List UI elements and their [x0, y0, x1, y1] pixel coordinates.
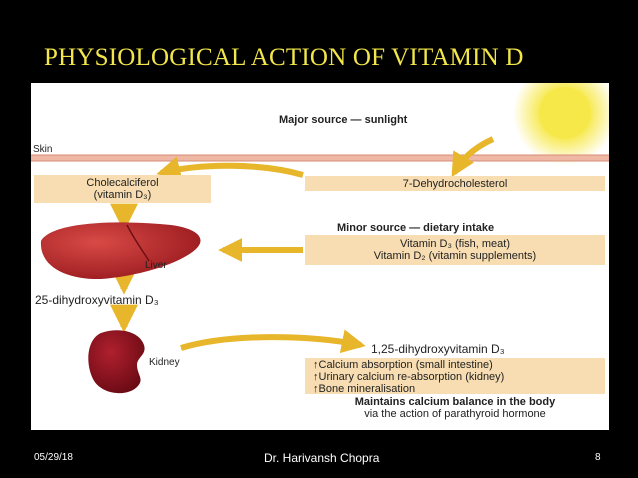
dietary-box: Vitamin D₃ (fish, meat) Vitamin D₂ (vita…	[305, 235, 605, 265]
cholecalciferol-line-1: Cholecalciferol	[86, 177, 159, 189]
kidney-label: Kidney	[149, 357, 180, 368]
slide-author: Dr. Harivansh Chopra	[264, 451, 380, 465]
liver-icon	[40, 222, 201, 280]
cholecalciferol-box: Cholecalciferol (vitamin D₃)	[34, 175, 211, 203]
kidney-arrow	[180, 329, 366, 354]
skin-layer	[31, 154, 609, 162]
skin-label: Skin	[33, 144, 53, 155]
slide-title: PHYSIOLOGICAL ACTION OF VITAMIN D	[44, 44, 524, 71]
diagram-graphics	[31, 83, 609, 394]
dietary-line-2: Vitamin D₂ (vitamin supplements)	[373, 250, 537, 262]
major-source-label: Major source — sunlight	[279, 114, 408, 126]
effect-calcium-reabsorption: ↑Urinary calcium re-absorption (kidney)	[313, 371, 505, 383]
diagram-panel: Major source — sunlight Skin Cholecalcif…	[31, 83, 609, 430]
kidney-icon	[88, 330, 145, 394]
effects-box: ↑Calcium absorption (small intestine) ↑U…	[305, 358, 605, 395]
dihydroxy25-label: 25-dihydroxyvitamin D₃	[35, 293, 159, 307]
dihydroxy125-label: 1,25-dihydroxyvitamin D₃	[371, 342, 505, 356]
minor-source-label: Minor source — dietary intake	[337, 222, 495, 234]
slide-date: 05/29/18	[34, 452, 73, 463]
conversion-arrow	[156, 156, 304, 180]
dehydrocholesterol-box: 7-Dehydrocholesterol	[305, 176, 605, 191]
effect-calcium-absorption: ↑Calcium absorption (small intestine)	[313, 359, 493, 371]
maintains-label: Maintains calcium balance in the body	[354, 396, 556, 408]
cholecalciferol-line-2: (vitamin D₃)	[93, 189, 152, 201]
dehydrocholesterol-label: 7-Dehydrocholesterol	[402, 178, 508, 190]
effect-bone-mineralisation: ↑Bone mineralisation	[313, 383, 416, 395]
sunlight-arrow	[451, 136, 495, 178]
via-label: via the action of parathyroid hormone	[364, 408, 546, 420]
liver-label: Liver	[145, 260, 167, 271]
slide-page-number: 8	[595, 452, 601, 463]
sun-icon	[513, 83, 609, 165]
dietary-line-1: Vitamin D₃ (fish, meat)	[399, 238, 511, 250]
